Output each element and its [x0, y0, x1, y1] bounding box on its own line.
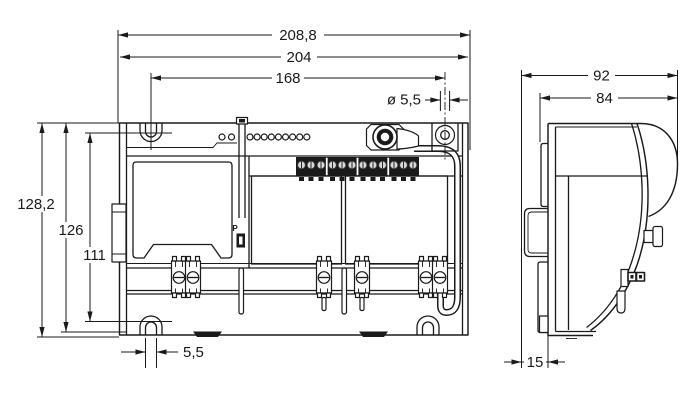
dimensions-front: 208,8 204 168 ø 5,5 128,2 126 111 5,5 [11, 27, 471, 368]
side-body-outline [547, 122, 648, 339]
dimensions-side: 92 84 15 [504, 67, 678, 371]
din-rail-tab-left [111, 203, 127, 263]
dim-hole-diameter: ø 5,5 [387, 92, 421, 109]
display-window [132, 161, 233, 259]
rail-clamps [170, 255, 449, 312]
module-boxes [248, 156, 463, 268]
dim-total-width: 208,8 [279, 27, 317, 44]
module-divider-bar: P [232, 116, 249, 248]
dim-total-depth: 92 [593, 68, 610, 85]
side-nose [640, 122, 679, 218]
front-view: P [111, 116, 469, 337]
led-row [218, 133, 311, 141]
dim-hole-spacing: 168 [275, 70, 300, 87]
front-body-outline [118, 122, 469, 336]
ground-wire [414, 145, 461, 316]
side-view [523, 122, 679, 339]
side-rear-tabs [523, 142, 549, 334]
port-label: P [232, 224, 238, 233]
bottom-mount-slot-left [130, 315, 172, 336]
bottom-mount-slot-right [416, 315, 440, 336]
dim-rail-offset: 15 [527, 354, 544, 371]
dim-slot-spacing: 111 [83, 247, 106, 264]
side-front-cover-curve [586, 123, 649, 332]
dim-body-height: 126 [58, 222, 83, 239]
dim-slot-width: 5,5 [183, 344, 204, 361]
dim-body-depth: 84 [596, 90, 613, 107]
dim-body-width: 204 [286, 49, 311, 66]
ground-lug [365, 123, 420, 151]
side-pin-detail [616, 290, 626, 314]
side-screw-detail [643, 225, 664, 248]
terminal-strip [296, 157, 419, 181]
dim-total-height: 128,2 [17, 196, 55, 213]
hanging-pins [238, 267, 348, 315]
side-connector-detail [620, 268, 646, 288]
feet [193, 331, 388, 337]
